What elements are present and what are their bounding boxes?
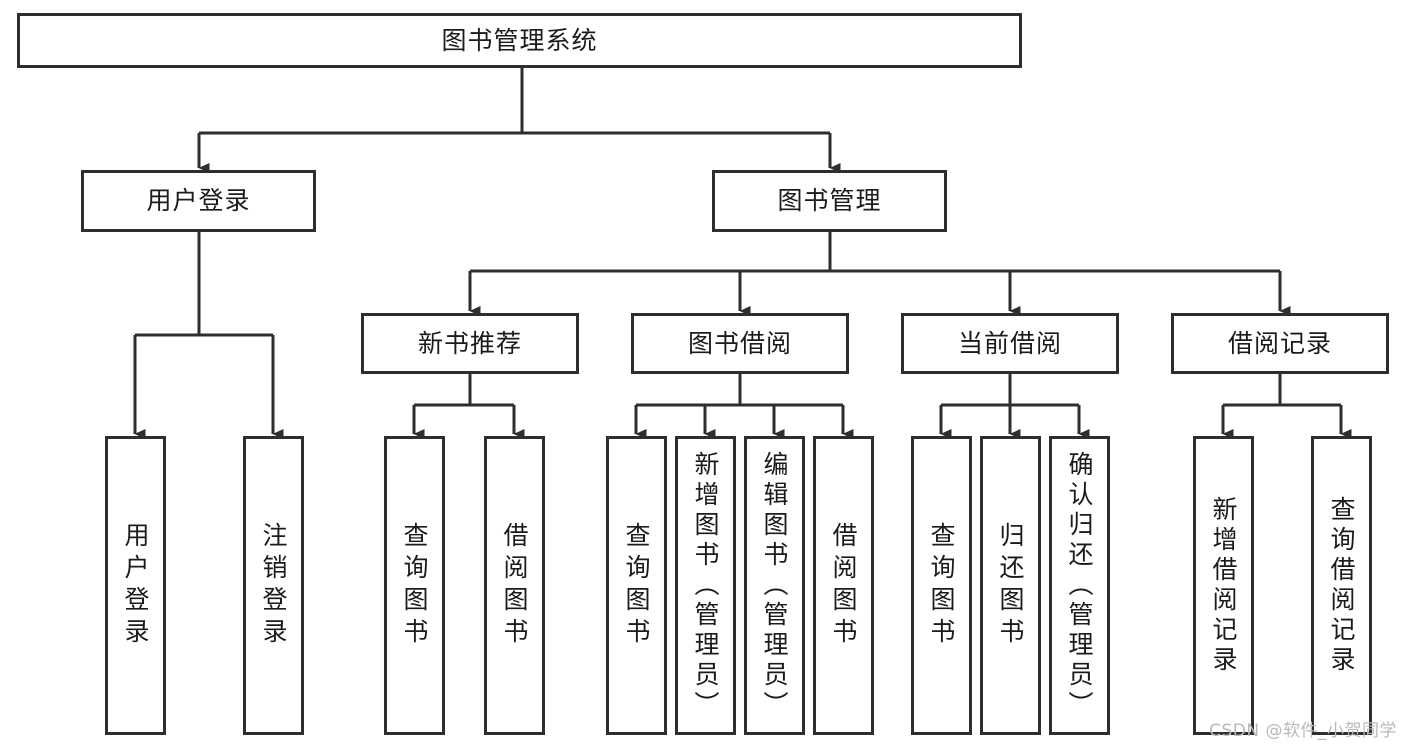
leaf-book-borrow-query-books[interactable]: 查询图书 bbox=[606, 436, 667, 735]
node-label: 归还图书 bbox=[996, 521, 1025, 650]
node-label: 借阅图书 bbox=[500, 521, 529, 650]
node-label: 查询图书 bbox=[927, 521, 956, 650]
node-label: 新增图书（管理员） bbox=[691, 450, 720, 721]
node-label: 编辑图书（管理员） bbox=[760, 450, 789, 721]
leaf-borrow-record-add-record[interactable]: 新增借阅记录 bbox=[1193, 436, 1254, 735]
node-current-borrow[interactable]: 当前借阅 bbox=[901, 313, 1119, 374]
csdn-watermark: CSDN @软件_小贺同学 bbox=[1209, 721, 1397, 741]
node-label: 查询图书 bbox=[400, 521, 429, 650]
leaf-current-borrow-confirm-return-admin[interactable]: 确认归还（管理员） bbox=[1049, 436, 1110, 735]
node-book-management[interactable]: 图书管理 bbox=[712, 170, 947, 232]
leaf-new-book-query-books[interactable]: 查询图书 bbox=[384, 436, 445, 735]
node-label: 确认归还（管理员） bbox=[1065, 450, 1094, 721]
node-root-book-management-system[interactable]: 图书管理系统 bbox=[17, 13, 1022, 68]
leaf-user-login-logout[interactable]: 注销登录 bbox=[243, 436, 304, 735]
node-label: 借阅图书 bbox=[829, 521, 858, 650]
node-label: 当前借阅 bbox=[957, 328, 1062, 358]
node-label: 新书推荐 bbox=[417, 328, 522, 358]
leaf-book-borrow-add-book-admin[interactable]: 新增图书（管理员） bbox=[675, 436, 736, 735]
node-user-login[interactable]: 用户登录 bbox=[81, 170, 316, 232]
node-label: 注销登录 bbox=[259, 521, 288, 650]
node-borrow-record[interactable]: 借阅记录 bbox=[1171, 313, 1389, 374]
node-new-book-recommend[interactable]: 新书推荐 bbox=[361, 313, 579, 374]
leaf-current-borrow-return-books[interactable]: 归还图书 bbox=[980, 436, 1041, 735]
node-label: 图书管理系统 bbox=[441, 25, 598, 55]
leaf-book-borrow-edit-book-admin[interactable]: 编辑图书（管理员） bbox=[744, 436, 805, 735]
leaf-current-borrow-query-books[interactable]: 查询图书 bbox=[911, 436, 972, 735]
node-label: 用户登录 bbox=[121, 521, 150, 650]
node-label: 借阅记录 bbox=[1227, 328, 1332, 358]
node-label: 图书管理 bbox=[777, 186, 882, 216]
node-label: 图书借阅 bbox=[687, 328, 792, 358]
node-label: 查询图书 bbox=[622, 521, 651, 650]
leaf-book-borrow-borrow-books[interactable]: 借阅图书 bbox=[813, 436, 874, 735]
leaf-user-login-login[interactable]: 用户登录 bbox=[105, 436, 166, 735]
node-label: 新增借阅记录 bbox=[1209, 495, 1238, 676]
leaf-borrow-record-query-record[interactable]: 查询借阅记录 bbox=[1311, 436, 1372, 735]
node-label: 用户登录 bbox=[146, 186, 251, 216]
node-label: 查询借阅记录 bbox=[1327, 495, 1356, 676]
leaf-new-book-borrow-books[interactable]: 借阅图书 bbox=[484, 436, 545, 735]
node-book-borrow[interactable]: 图书借阅 bbox=[631, 313, 849, 374]
